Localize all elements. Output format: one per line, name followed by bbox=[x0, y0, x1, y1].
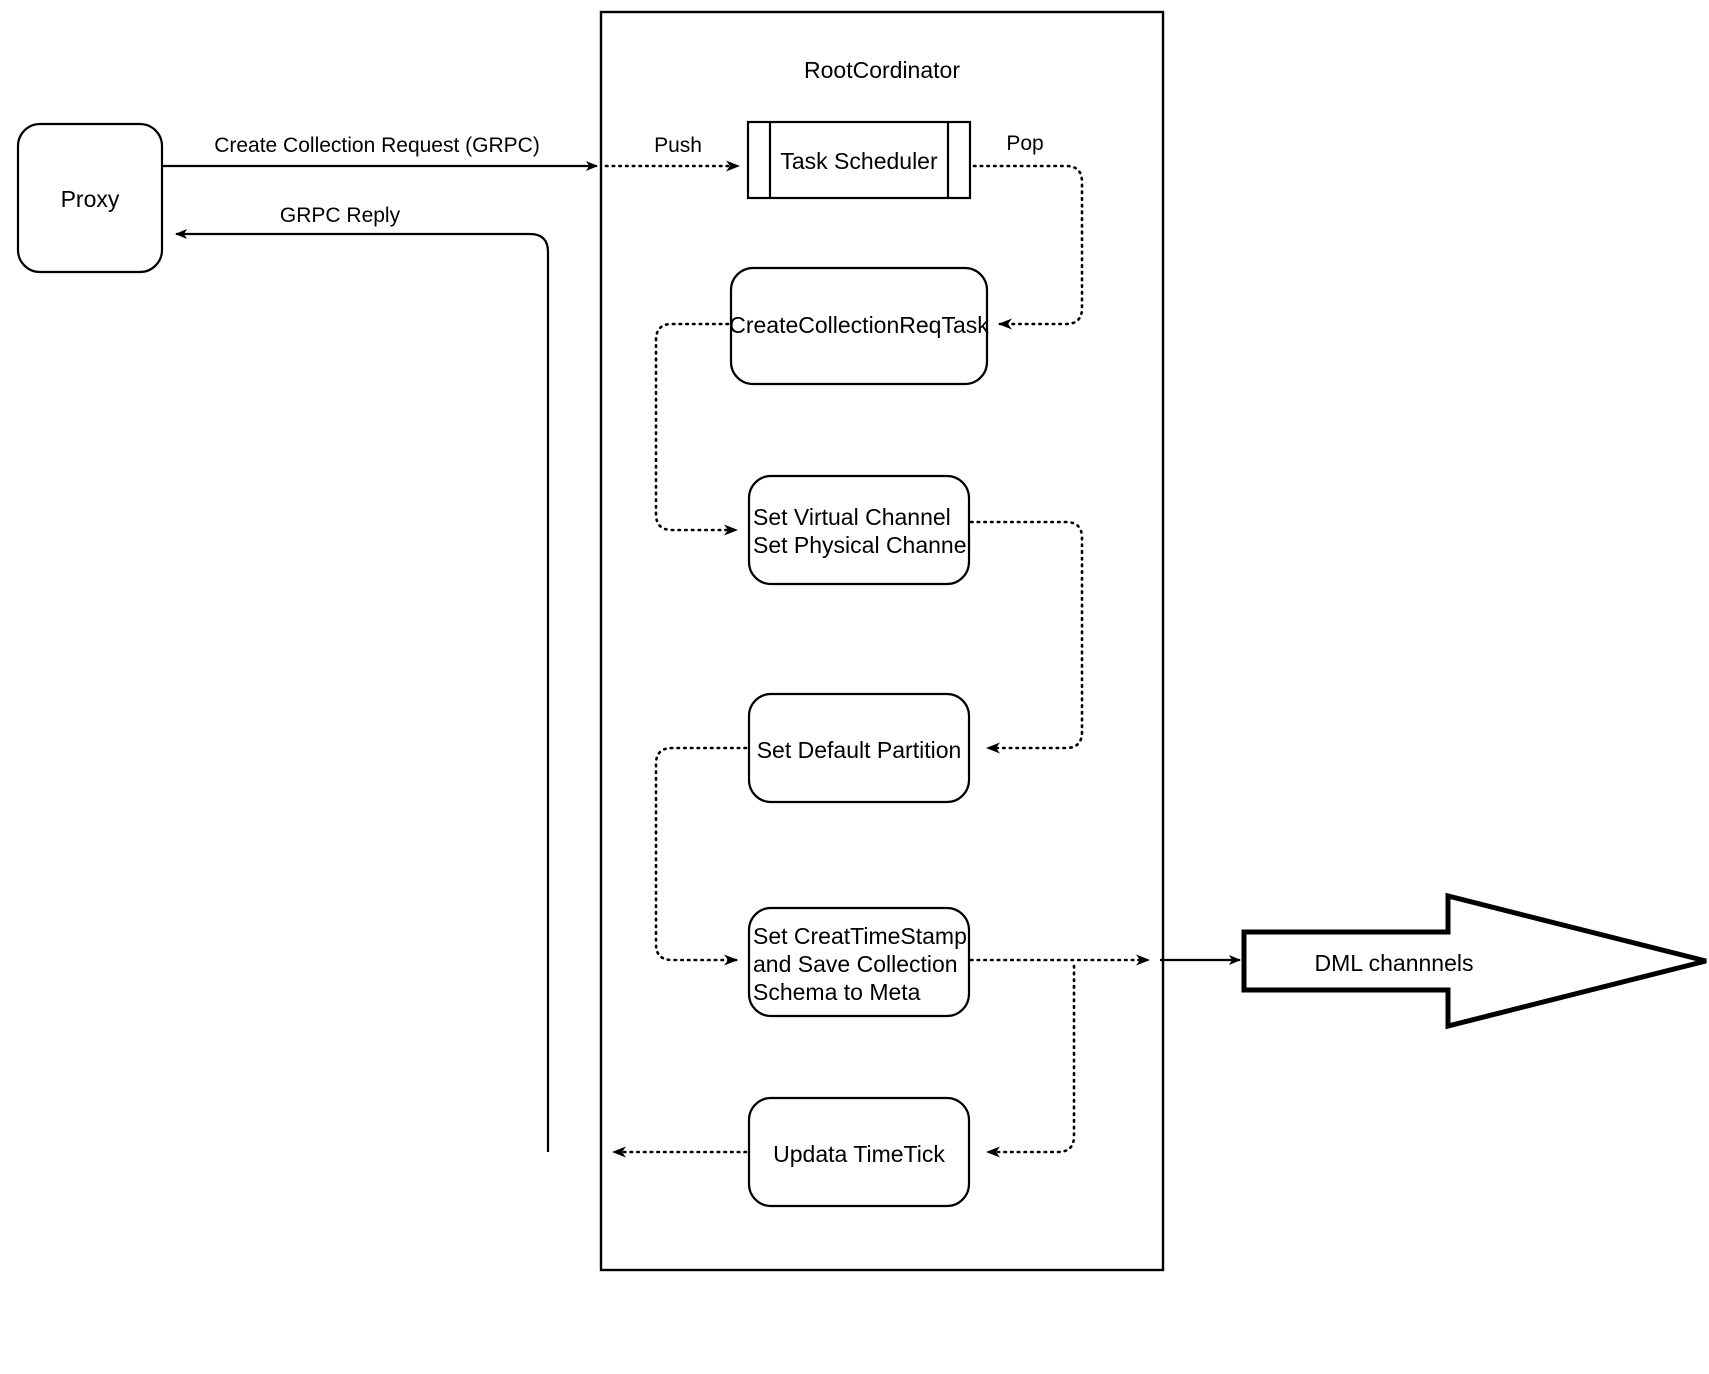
node-set-creat-timestamp-line3: Schema to Meta bbox=[753, 979, 921, 1005]
node-set-creat-timestamp[interactable]: Set CreatTimeStamp and Save Collection S… bbox=[747, 906, 971, 1018]
node-set-creat-timestamp-line1: Set CreatTimeStamp bbox=[753, 923, 967, 949]
node-task-scheduler-label: Task Scheduler bbox=[780, 148, 938, 174]
edge-create-collection-request: Create Collection Request (GRPC) bbox=[162, 134, 598, 171]
edge-grpc-reply-label: GRPC Reply bbox=[280, 204, 401, 227]
edge-push-label: Push bbox=[654, 134, 702, 157]
node-set-default-partition[interactable]: Set Default Partition bbox=[747, 692, 971, 804]
node-create-collection-req-task[interactable]: CreateCollectionReqTask bbox=[729, 266, 989, 386]
node-set-channels[interactable]: Set Virtual Channel Set Physical Channel bbox=[747, 474, 972, 586]
edge-push: Push bbox=[604, 134, 740, 172]
edge-timestamp-to-timetick bbox=[986, 964, 1076, 1158]
node-set-channels-line1: Set Virtual Channel bbox=[753, 504, 951, 530]
edge-task-to-channels bbox=[654, 322, 738, 536]
node-proxy-label: Proxy bbox=[61, 186, 120, 212]
node-set-default-partition-label: Set Default Partition bbox=[757, 737, 962, 763]
node-create-collection-req-task-label: CreateCollectionReqTask bbox=[729, 312, 989, 338]
edge-channels-to-partition bbox=[969, 520, 1084, 754]
node-proxy[interactable]: Proxy bbox=[16, 122, 164, 274]
edge-create-collection-request-label: Create Collection Request (GRPC) bbox=[214, 134, 540, 157]
node-dml-channnels-label: DML channnels bbox=[1315, 950, 1474, 976]
edge-pop-label: Pop bbox=[1006, 132, 1043, 155]
edge-pop: Pop bbox=[972, 132, 1084, 330]
node-set-creat-timestamp-line2: and Save Collection bbox=[753, 951, 958, 977]
node-updata-timetick-label: Updata TimeTick bbox=[773, 1141, 945, 1167]
node-dml-channnels[interactable]: DML channnels bbox=[1241, 892, 1707, 1030]
rootcordinator-label: RootCordinator bbox=[804, 57, 960, 83]
node-set-channels-line2: Set Physical Channel bbox=[753, 532, 972, 558]
edge-partition-to-timestamp bbox=[654, 746, 748, 966]
edge-grpc-reply: GRPC Reply bbox=[175, 204, 550, 1152]
node-updata-timetick[interactable]: Updata TimeTick bbox=[747, 1096, 971, 1208]
rootcordinator-container: RootCordinator bbox=[599, 10, 1165, 1272]
node-task-scheduler[interactable]: Task Scheduler bbox=[746, 120, 972, 200]
